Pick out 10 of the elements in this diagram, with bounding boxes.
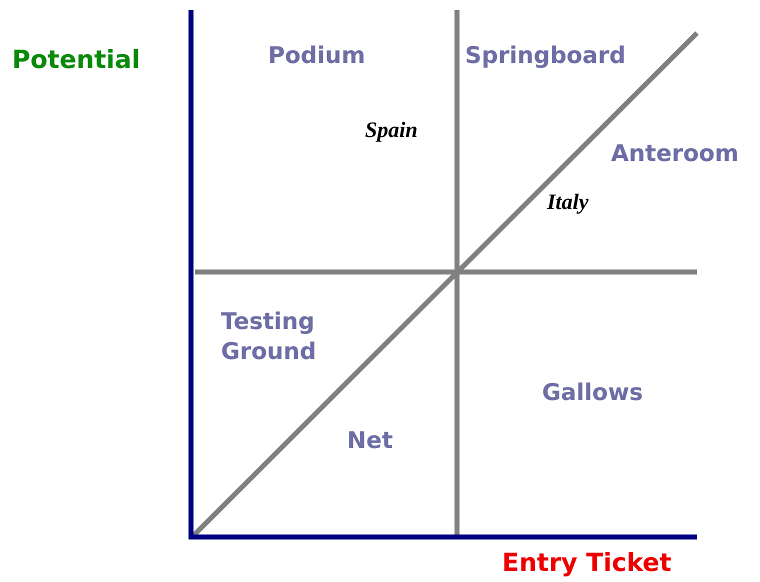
country-label: Spain <box>365 116 418 144</box>
quadrant-label: Net <box>347 427 393 456</box>
axis-label: Potential <box>12 44 140 76</box>
axis-label: Entry Ticket <box>502 547 672 579</box>
quadrant-label: Anteroom <box>611 140 739 169</box>
country-label: Italy <box>547 188 589 216</box>
quadrant-label: Podium <box>268 42 366 71</box>
quadrant-label: Gallows <box>542 379 643 408</box>
quadrant-label: Springboard <box>465 42 626 71</box>
quadrant-label: Testing Ground <box>221 308 318 367</box>
